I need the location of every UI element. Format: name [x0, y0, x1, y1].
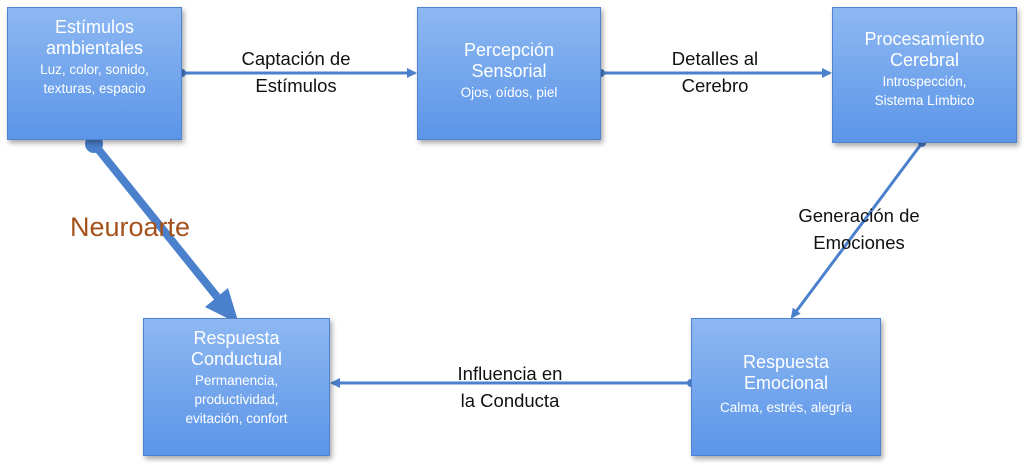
box-subtitle-line-1: Ojos, oídos, piel — [460, 85, 558, 100]
box-subtitle-line-1: Luz, color, sonido, — [40, 62, 149, 77]
box-subtitle-line-2: texturas, espacio — [43, 81, 146, 96]
box-title-line-2: Cerebral — [889, 50, 960, 70]
box-title-line-1: Percepción — [463, 40, 555, 60]
label-captacion-estimulos: Captación de Estímulos — [226, 45, 366, 99]
box-title-line-1: Estímulos — [54, 17, 135, 37]
box-title-line-2: Sensorial — [471, 61, 547, 81]
box-subtitle-line-1: Calma, estrés, alegría — [719, 400, 853, 415]
box-estimulos-ambientales: Estímulos ambientales Luz, color, sonido… — [7, 7, 182, 140]
box-subtitle-line-2: productividad, — [194, 392, 279, 407]
box-title-line-2: Emocional — [743, 373, 829, 393]
arrow-generacion — [790, 142, 924, 319]
box-respuesta-emocional: Respuesta Emocional Calma, estrés, alegr… — [691, 318, 881, 456]
label-detalles-cerebro: Detalles al Cerebro — [655, 45, 775, 99]
box-procesamiento-cerebral: Procesamiento Cerebral Introspección, Si… — [832, 7, 1017, 143]
neuroarte-label: Neuroarte — [70, 212, 191, 242]
box-subtitle-line-3: evitación, confort — [185, 411, 288, 426]
label-line-1: Generación de — [798, 205, 920, 226]
box-title-line-2: Conductual — [190, 349, 283, 369]
label-line-2: la Conducta — [460, 390, 560, 411]
box-subtitle-line-1: Permanencia, — [194, 373, 279, 388]
label-line-2: Cerebro — [681, 75, 749, 96]
label-influencia-conducta: Influencia en la Conducta — [440, 360, 580, 414]
label-line-1: Detalles al — [671, 48, 759, 69]
box-title-line-2: ambientales — [45, 38, 144, 58]
label-generacion-emociones: Generación de Emociones — [785, 202, 933, 256]
label-line-2: Emociones — [813, 232, 905, 253]
label-line-1: Captación de — [241, 48, 351, 69]
box-respuesta-conductual: Respuesta Conductual Permanencia, produc… — [143, 318, 330, 456]
box-subtitle-line-2: Sistema Límbico — [874, 93, 975, 108]
arrow-neuroarte — [90, 140, 222, 302]
box-percepcion-sensorial: Percepción Sensorial Ojos, oídos, piel — [417, 7, 601, 140]
label-line-1: Influencia en — [457, 363, 563, 384]
arrow-neuroarte-head — [205, 288, 239, 324]
box-title-line-1: Respuesta — [742, 352, 830, 372]
box-title-line-1: Respuesta — [193, 328, 280, 348]
box-subtitle-line-1: Introspección, — [882, 74, 967, 89]
box-title-line-1: Procesamiento — [864, 29, 985, 49]
label-line-2: Estímulos — [255, 75, 337, 96]
